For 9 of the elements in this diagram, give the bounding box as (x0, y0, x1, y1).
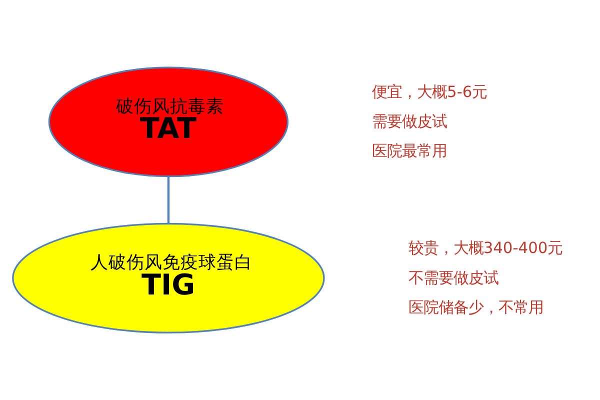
node-label: 医院最常用 (372, 142, 448, 160)
node-ellipse: 人破伤风免疫球蛋白 TIG (12, 222, 325, 334)
node-label: 不需要做皮试 (408, 268, 498, 287)
node-label: 较贵，大概340-400元 (408, 239, 563, 258)
node-ellipse: 破伤风抗毒素 TAT (48, 66, 289, 178)
connector (167, 176, 170, 224)
node-label: 需要做皮试 (372, 112, 448, 130)
node-label: 医院储备少，不常用 (408, 298, 544, 316)
node-label: 便宜，大概5-6元 (372, 82, 488, 101)
